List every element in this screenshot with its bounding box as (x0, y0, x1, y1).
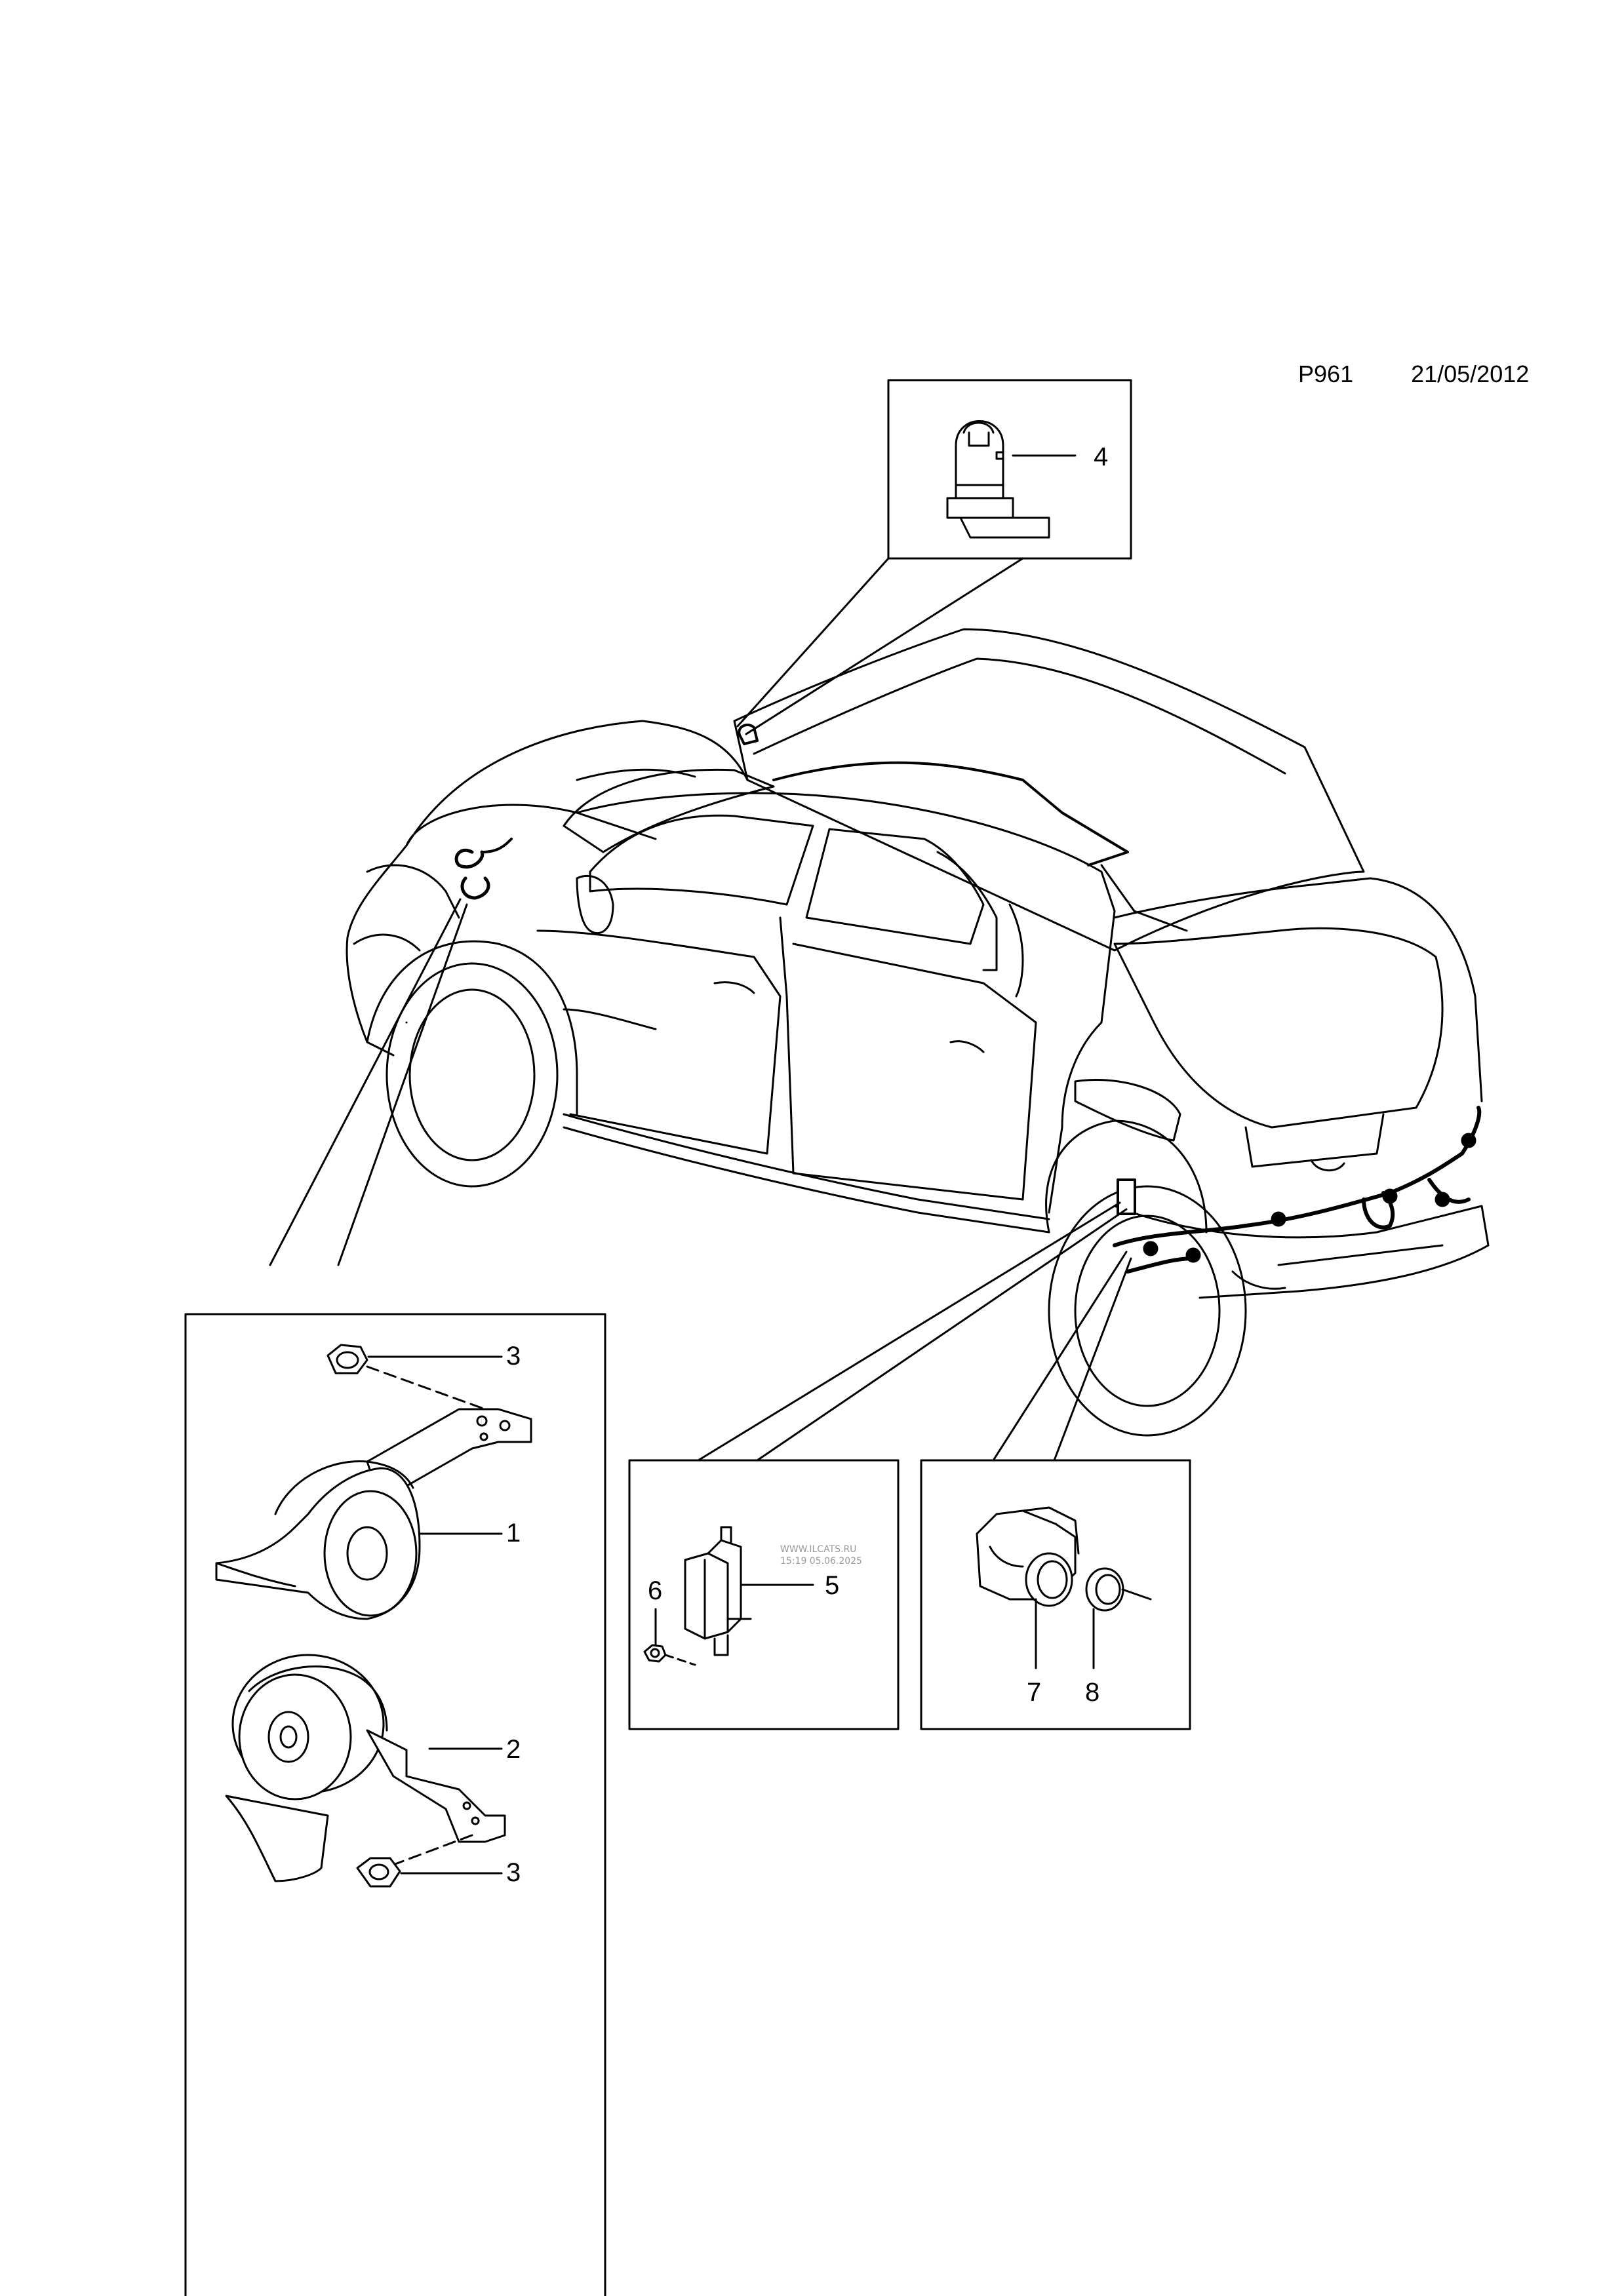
callout-2: 2 (506, 1735, 521, 1764)
leader-lines (269, 557, 1132, 1462)
nut-icon (356, 1857, 401, 1888)
page-header: P961 21/05/2012 (1285, 333, 1529, 388)
grommet-icon (1085, 1567, 1124, 1612)
bracket-icon (366, 1729, 506, 1843)
page-date: 21/05/2012 (1411, 360, 1530, 387)
detail-box-parking-sensor (920, 1459, 1191, 1730)
callout-5: 5 (825, 1571, 839, 1600)
callout-8: 8 (1085, 1678, 1099, 1707)
horn-icon (225, 1654, 388, 1882)
detail-box-horns (184, 1313, 606, 2296)
watermark-line-1: WWW.ILCATS.RU (780, 1544, 856, 1555)
detail-box-item-4 (887, 379, 1132, 560)
callout-3-top: 3 (506, 1342, 521, 1371)
nut-icon (327, 1344, 368, 1374)
horn-icon (215, 1460, 421, 1620)
callout-1: 1 (506, 1519, 521, 1547)
callout-6: 6 (648, 1576, 662, 1605)
detail-box-module (628, 1459, 900, 1730)
watermark-line-2: 15:19 05.06.2025 (780, 1556, 862, 1566)
vehicle-outline-icon (346, 628, 1490, 1437)
callout-7: 7 (1027, 1678, 1041, 1707)
sensor-icon (976, 1506, 1080, 1607)
callout-3-bottom: 3 (506, 1858, 521, 1887)
nut-icon (643, 1644, 667, 1663)
sensor-icon (946, 420, 1050, 539)
control-module-icon (684, 1526, 752, 1656)
callout-4: 4 (1094, 442, 1108, 471)
page-code: P961 (1298, 360, 1354, 387)
